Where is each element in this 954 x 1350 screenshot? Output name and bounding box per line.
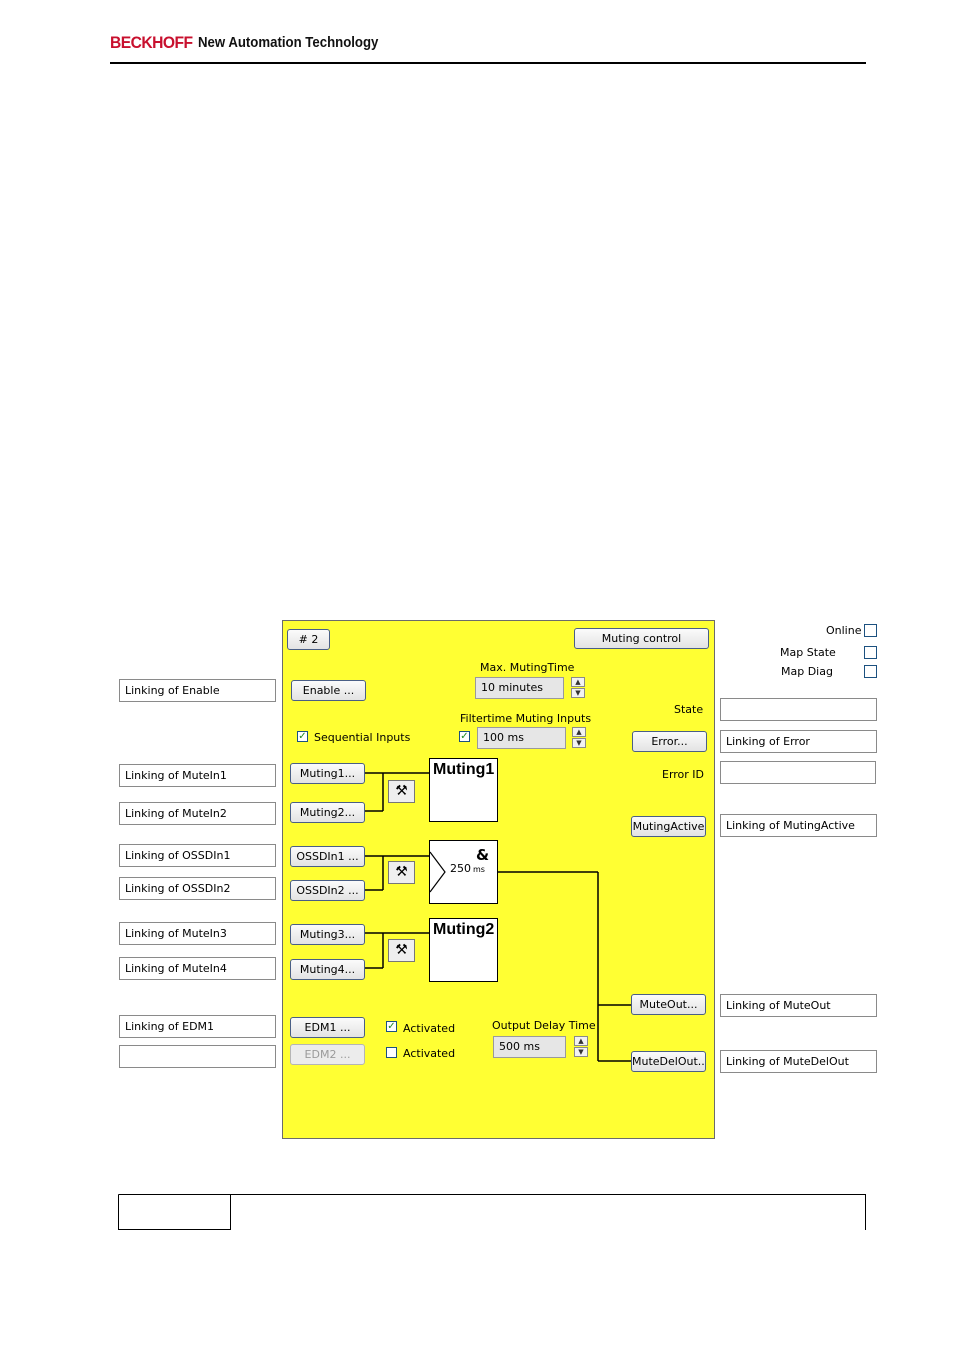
max-muting-time-label: Max. MutingTime bbox=[480, 661, 575, 674]
link-field-mutein3[interactable]: Linking of MuteIn3 bbox=[119, 922, 276, 945]
ossd-settings-tools-icon[interactable]: ⚒ bbox=[388, 861, 415, 884]
bottom-table-frame bbox=[118, 1194, 866, 1230]
muting1-block-title: Muting1 bbox=[433, 761, 495, 778]
edm2-activated-label: Activated bbox=[403, 1047, 456, 1060]
edm1-activated-label: Activated bbox=[403, 1022, 456, 1035]
link-field-enable[interactable]: Linking of Enable bbox=[119, 679, 276, 702]
edm1-button[interactable]: EDM1 ... bbox=[290, 1017, 365, 1038]
link-field-muteout[interactable]: Linking of MuteOut bbox=[720, 994, 877, 1017]
link-field-edm1[interactable]: Linking of EDM1 bbox=[119, 1015, 276, 1038]
ossdin2-button[interactable]: OSSDIn2 ... bbox=[290, 880, 365, 901]
mutingactive-button[interactable]: MutingActive bbox=[631, 816, 706, 837]
map-diag-label: Map Diag bbox=[781, 665, 833, 678]
number-button[interactable]: # 2 bbox=[287, 629, 330, 650]
muting2-block-title: Muting2 bbox=[433, 921, 495, 938]
output-delay-input[interactable]: 500 ms bbox=[493, 1036, 566, 1058]
muting-control-button[interactable]: Muting control bbox=[574, 628, 709, 649]
max-muting-time-spinner[interactable]: ▲▼ bbox=[571, 677, 585, 699]
mutedelout-button[interactable]: MuteDelOut... bbox=[631, 1051, 706, 1072]
muting-control-panel: # 2 Muting control Max. MutingTime 10 mi… bbox=[282, 620, 715, 1139]
ossdin1-button[interactable]: OSSDIn1 ... bbox=[290, 846, 365, 867]
muting1-block: Muting1 bbox=[429, 758, 498, 822]
max-muting-time-input[interactable]: 10 minutes bbox=[475, 677, 564, 699]
wiring-lines bbox=[365, 772, 631, 1062]
link-field-mutein4[interactable]: Linking of MuteIn4 bbox=[119, 957, 276, 980]
error-button[interactable]: Error... bbox=[632, 731, 707, 752]
sequential-inputs-label: Sequential Inputs bbox=[314, 731, 411, 744]
link-field-state[interactable] bbox=[720, 698, 877, 721]
edm1-activated-checkbox[interactable]: ✓ bbox=[386, 1021, 397, 1032]
state-label: State bbox=[674, 703, 704, 716]
output-delay-spinner[interactable]: ▲▼ bbox=[574, 1036, 588, 1058]
muting1-button[interactable]: Muting1... bbox=[290, 763, 365, 784]
delay-unit: ms bbox=[473, 865, 485, 874]
muting4-button[interactable]: Muting4... bbox=[290, 959, 365, 980]
filtertime-input[interactable]: 100 ms bbox=[477, 727, 566, 749]
link-field-ossdin1[interactable]: Linking of OSSDIn1 bbox=[119, 844, 276, 867]
link-field-ossdin2[interactable]: Linking of OSSDIn2 bbox=[119, 877, 276, 900]
link-field-error[interactable]: Linking of Error bbox=[720, 730, 877, 753]
enable-button[interactable]: Enable ... bbox=[291, 680, 366, 701]
header-tagline: New Automation Technology bbox=[198, 34, 379, 51]
muting1-settings-tools-icon[interactable]: ⚒ bbox=[388, 780, 415, 803]
brand-logo: BECKHOFF bbox=[110, 33, 193, 52]
link-field-mutein1[interactable]: Linking of MuteIn1 bbox=[119, 764, 276, 787]
filtertime-checkbox[interactable]: ✓ bbox=[459, 731, 470, 742]
edm2-button[interactable]: EDM2 ... bbox=[290, 1044, 365, 1065]
muting3-button[interactable]: Muting3... bbox=[290, 924, 365, 945]
filtertime-label: Filtertime Muting Inputs bbox=[460, 712, 592, 725]
map-state-checkbox[interactable]: ✓ bbox=[864, 646, 877, 659]
link-field-mutein2[interactable]: Linking of MuteIn2 bbox=[119, 802, 276, 825]
map-diag-checkbox[interactable]: ✓ bbox=[864, 665, 877, 678]
link-field-error-id[interactable] bbox=[720, 761, 876, 784]
header-divider bbox=[110, 62, 866, 64]
muting2-block: Muting2 bbox=[429, 918, 498, 982]
sequential-inputs-checkbox[interactable]: ✓ bbox=[297, 731, 308, 742]
link-field-edm2[interactable] bbox=[119, 1045, 276, 1068]
online-checkbox[interactable]: ✓ bbox=[864, 624, 877, 637]
edm2-activated-checkbox[interactable]: ✓ bbox=[386, 1047, 397, 1058]
delay-value: 250 bbox=[450, 862, 471, 875]
and-symbol: & bbox=[476, 846, 490, 864]
muteout-button[interactable]: MuteOut... bbox=[631, 994, 706, 1015]
link-field-mutedelout[interactable]: Linking of MuteDelOut bbox=[720, 1050, 877, 1073]
muting2-settings-tools-icon[interactable]: ⚒ bbox=[388, 939, 415, 962]
muting2-button[interactable]: Muting2... bbox=[290, 802, 365, 823]
map-state-label: Map State bbox=[780, 646, 836, 659]
output-delay-label: Output Delay Time bbox=[492, 1019, 596, 1032]
link-field-mutingactive[interactable]: Linking of MutingActive bbox=[720, 814, 877, 837]
online-label: Online bbox=[826, 624, 862, 637]
filtertime-spinner[interactable]: ▲▼ bbox=[572, 727, 586, 749]
delay-triangle-icon bbox=[429, 851, 446, 893]
ossd-and-block: & 250 ms bbox=[429, 840, 498, 904]
error-id-label: Error ID bbox=[662, 768, 705, 781]
